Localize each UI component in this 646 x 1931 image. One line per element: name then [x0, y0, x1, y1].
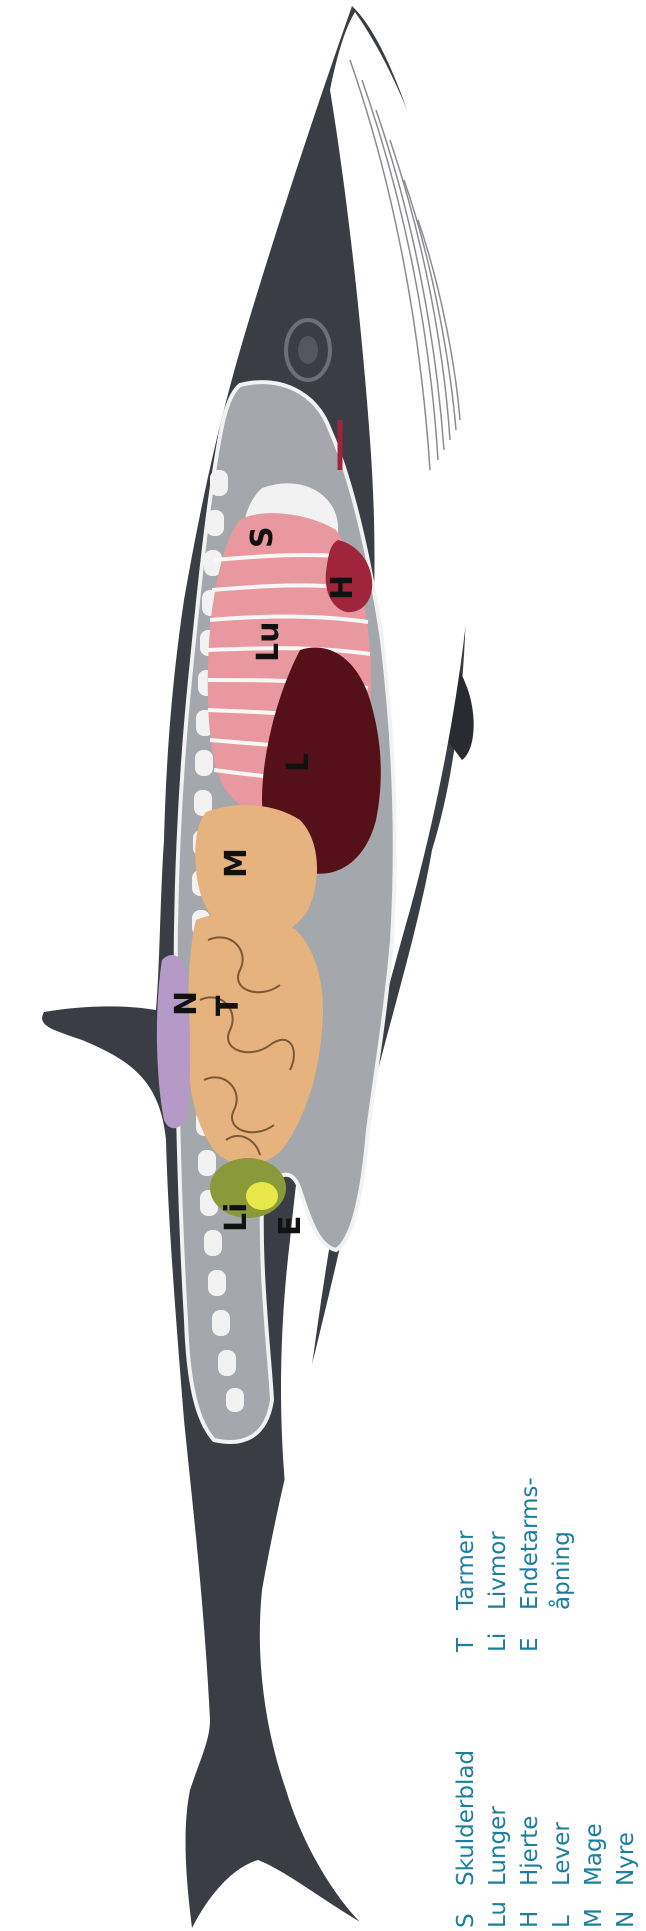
label-E: E	[273, 1216, 308, 1237]
label-H: H	[325, 575, 360, 600]
label-M: M	[219, 848, 254, 878]
label-S: S	[245, 526, 280, 548]
label-N: N	[169, 991, 204, 1016]
label-T: T	[211, 995, 246, 1016]
label-L: L	[281, 753, 316, 772]
kidney	[157, 955, 190, 1128]
label-Lu: Lu	[251, 622, 286, 662]
label-Li: Li	[219, 1203, 254, 1232]
